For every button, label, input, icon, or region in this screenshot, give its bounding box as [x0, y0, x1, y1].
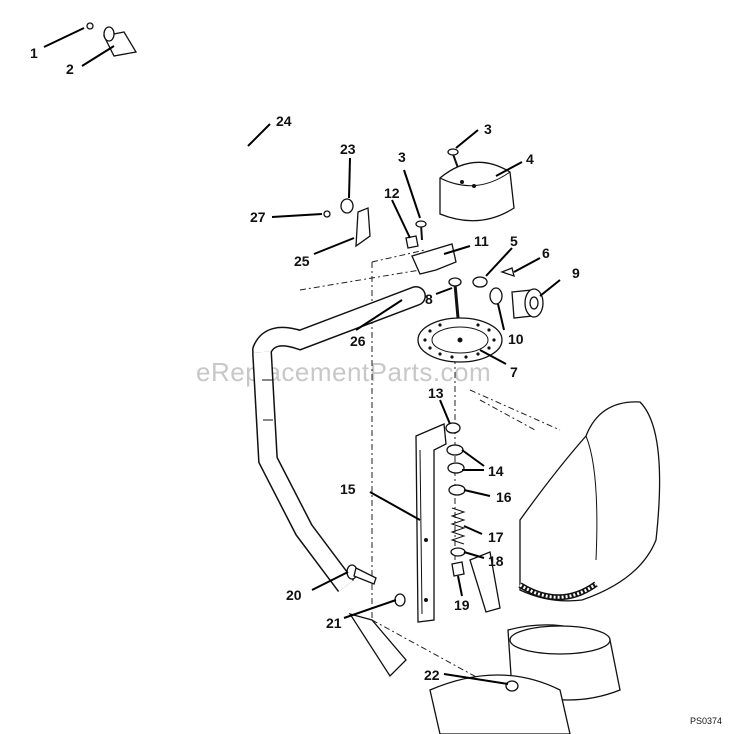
gear-washer — [489, 287, 503, 305]
carriage-bolt — [346, 564, 377, 585]
crank-knob — [103, 26, 138, 57]
callout-10: 10 — [508, 331, 524, 347]
handle-frame — [252, 286, 426, 592]
screw-top — [447, 148, 459, 169]
callout-27: 27 — [250, 209, 266, 225]
callout-20: 20 — [286, 587, 302, 603]
callout-18: 18 — [488, 553, 504, 569]
rod-bracket — [355, 207, 371, 248]
screw-upper — [415, 220, 427, 241]
callout-22: 22 — [424, 667, 440, 683]
callout-15: 15 — [340, 481, 356, 497]
callout-9: 9 — [572, 265, 580, 281]
callout-13: 13 — [428, 385, 444, 401]
deflector-cap — [439, 161, 515, 222]
pinion-gear — [511, 288, 544, 319]
callout-24: 24 — [276, 113, 292, 129]
retaining-clip — [500, 267, 515, 277]
clamp-washer — [394, 593, 406, 607]
chute-rod-plate — [415, 423, 447, 623]
support-bracket — [411, 243, 457, 275]
watermark: eReplacementParts.com — [196, 357, 491, 387]
hex-nut — [451, 561, 465, 577]
lower-bracket — [469, 551, 501, 613]
callout-8: 8 — [425, 291, 433, 307]
upper-washer — [445, 422, 461, 434]
spacer-washer-b — [447, 462, 465, 474]
callout-5: 5 — [510, 233, 518, 249]
rod-bushing — [340, 198, 354, 214]
knob-cap — [86, 22, 94, 30]
discharge-chute — [518, 401, 661, 602]
callout-12: 12 — [384, 185, 400, 201]
callout-1: 1 — [30, 45, 38, 61]
pivot-bolt — [448, 277, 462, 319]
callout-16: 16 — [496, 489, 512, 505]
flat-washer — [472, 276, 488, 288]
callout-11: 11 — [474, 233, 489, 249]
friction-washer — [448, 484, 466, 496]
lower-washer — [450, 547, 466, 557]
callout-14: 14 — [488, 463, 504, 479]
spacer-washer-a — [446, 444, 464, 456]
callout-7: 7 — [510, 364, 518, 380]
chute-base — [429, 624, 621, 734]
callout-25: 25 — [294, 253, 310, 269]
lock-nut — [405, 235, 419, 249]
callout-17: 17 — [488, 529, 504, 545]
handle-clamp — [348, 612, 407, 678]
callout-21: 21 — [326, 615, 342, 631]
callout-26: 26 — [350, 333, 366, 349]
compression-spring — [450, 507, 466, 545]
callout-6: 6 — [542, 245, 550, 261]
crank-rod — [131, 50, 337, 204]
flange-nut — [505, 680, 519, 692]
callout-labels: 1 2 3 3 4 5 6 7 8 9 10 11 12 13 14 15 16… — [30, 45, 580, 683]
drawing-code: PS0374 — [690, 716, 722, 726]
leader-lines — [43, 27, 561, 685]
callout-23: 23 — [340, 141, 356, 157]
hairpin — [323, 210, 331, 218]
callout-2: 2 — [66, 61, 74, 77]
callout-3-top: 3 — [484, 121, 492, 137]
callout-3-mid: 3 — [398, 149, 406, 165]
callout-4: 4 — [526, 151, 534, 167]
callout-19: 19 — [454, 597, 470, 613]
